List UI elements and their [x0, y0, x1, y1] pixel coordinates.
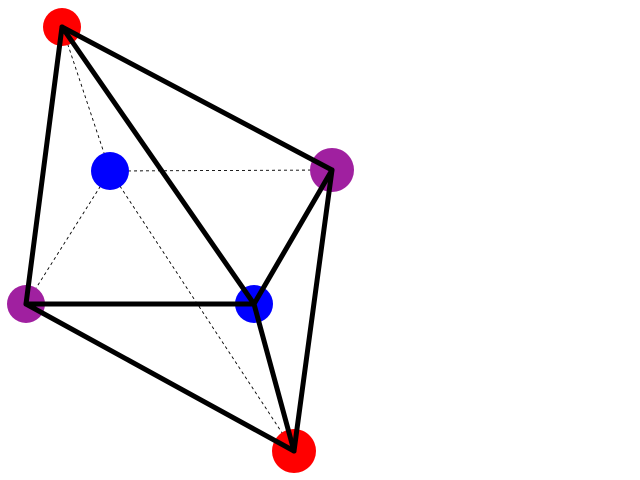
- edge-v-top-v-back-left: [61, 26, 111, 172]
- edge-v-left-v-bottom: [23, 301, 297, 454]
- edge-v-top-v-right: [59, 24, 335, 173]
- hidden-edges: [25, 26, 333, 452]
- edge-v-top-v-center: [59, 24, 257, 307]
- edge-v-back-left-v-bottom: [109, 170, 295, 452]
- vertex-back-left: [91, 152, 129, 190]
- edge-v-back-left-v-right: [109, 169, 333, 172]
- edge-v-center-v-bottom: [251, 301, 297, 454]
- edge-v-center-v-right: [251, 167, 335, 307]
- edge-v-right-v-bottom: [291, 167, 335, 454]
- visible-edges: [23, 24, 335, 454]
- edge-v-top-v-left: [23, 24, 65, 307]
- edge-v-back-left-v-left: [25, 170, 111, 305]
